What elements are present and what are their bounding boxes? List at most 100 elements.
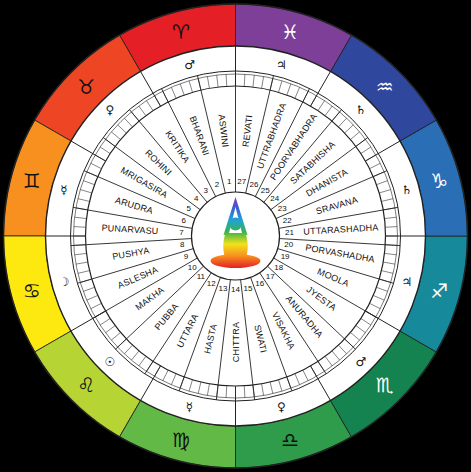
nakshatra-name: UTTARASHADHA <box>303 223 379 236</box>
degree-tick <box>370 303 381 308</box>
degree-tick <box>311 366 317 376</box>
degree-tick <box>287 84 291 95</box>
nakshatra-name: DHANISTA <box>305 167 350 198</box>
zodiac-glyph: ♎ <box>281 430 299 450</box>
nakshatra-number: 9 <box>184 253 188 261</box>
degree-tick <box>124 345 132 354</box>
outer-rim <box>4 4 468 468</box>
sign-boundary <box>311 366 331 401</box>
nakshatra-number: 14 <box>231 286 240 294</box>
planet-glyph: ☉ <box>105 356 116 368</box>
planet-glyph: ♃ <box>276 59 287 71</box>
degree-tick <box>217 75 218 87</box>
nakshatra-name: VISAKHA <box>270 311 296 351</box>
nakshatra-name: ARUDRA <box>114 196 154 216</box>
nakshatra-name: MOOLA <box>316 267 350 289</box>
degree-tick <box>244 74 246 86</box>
degree-tick <box>295 374 300 385</box>
degree-tick <box>270 382 273 394</box>
degree-tick <box>207 76 209 88</box>
nakshatra-name: PUSHYA <box>112 247 151 262</box>
nakshatra-spoke <box>145 273 211 374</box>
degree-tick <box>345 125 354 133</box>
degree-tick <box>361 147 371 154</box>
nakshatra-spoke <box>279 239 400 246</box>
degree-tick <box>338 345 346 354</box>
degree-tick <box>87 295 98 300</box>
degree-tick <box>279 81 282 92</box>
degree-tick <box>383 262 395 264</box>
degree-tick <box>332 351 340 360</box>
degree-tick <box>379 190 390 193</box>
nakshatra-number: 6 <box>182 217 186 225</box>
nakshatra-name: PUBBA <box>154 302 181 332</box>
degree-tick <box>78 271 90 274</box>
nakshatra-number: 1 <box>227 178 231 186</box>
nakshatra-name: ROHINI <box>143 149 173 178</box>
planet-glyph: ♄ <box>356 104 367 116</box>
nakshatra-number: 20 <box>284 241 293 249</box>
figure-head <box>229 218 242 231</box>
degree-tick <box>155 366 161 376</box>
nakshatra-name: SWATI <box>252 324 267 354</box>
degree-tick <box>376 181 387 185</box>
nakshatra-number: 15 <box>243 285 252 293</box>
nakshatra-spoke <box>241 280 255 400</box>
degree-ring-outer <box>71 71 401 401</box>
nakshatra-number: 24 <box>270 195 279 203</box>
degree-tick <box>139 106 146 116</box>
sign-boundary <box>386 236 426 237</box>
degree-tick <box>350 132 359 140</box>
degree-tick <box>226 386 228 398</box>
nakshatra-number: 2 <box>215 181 219 189</box>
nakshatra-number: 12 <box>207 280 216 288</box>
zodiac-glyph: ♉ <box>77 77 95 97</box>
zodiac-glyph: ♈ <box>172 22 190 42</box>
nakshatra-number: 22 <box>283 217 292 225</box>
degree-tick <box>78 199 90 202</box>
degree-tick <box>373 295 384 300</box>
degree-tick <box>356 326 366 333</box>
degree-tick <box>180 84 184 95</box>
degree-tick <box>146 101 153 111</box>
degree-tick <box>106 326 116 333</box>
nakshatra-name: MAKHA <box>135 286 167 313</box>
sign-boundary <box>141 71 161 106</box>
degree-tick <box>83 181 94 185</box>
centre-disc <box>192 192 280 280</box>
degree-tick <box>75 253 87 254</box>
degree-tick <box>75 217 87 218</box>
nakshatra-spoke <box>71 239 192 246</box>
degree-tick <box>76 262 88 264</box>
zodiac-glyph: ♑ <box>430 171 448 191</box>
planet-glyph: ♂ <box>356 356 367 368</box>
planet-glyph: ♀ <box>106 104 115 116</box>
nakshatra-spoke <box>115 266 203 349</box>
sign-boundary <box>46 236 86 237</box>
degree-tick <box>111 332 120 340</box>
nakshatra-spoke <box>235 71 236 192</box>
degree-tick <box>365 155 375 161</box>
nakshatra-number: 7 <box>179 229 183 237</box>
degree-tick <box>118 125 127 133</box>
zodiac-glyph: ♍ <box>172 430 190 450</box>
figure-torso <box>223 233 248 256</box>
sign-boundary <box>141 366 161 401</box>
nakshatra-name: UTTARA <box>176 312 200 349</box>
sign-boundary <box>235 386 236 426</box>
nakshatra-name: KRITIKA <box>163 130 191 165</box>
planet-glyph: ☿ <box>60 184 67 196</box>
nakshatra-name: ASWINI <box>217 114 230 148</box>
degree-tick <box>95 155 105 161</box>
degree-tick <box>131 351 139 360</box>
degree-tick <box>226 74 228 86</box>
degree-tick <box>384 217 396 218</box>
nakshatra-spoke <box>216 280 230 400</box>
degree-tick <box>80 190 91 193</box>
nakshatra-name: JYESTA <box>304 285 337 313</box>
degree-tick <box>198 382 201 394</box>
degree-tick <box>279 380 282 391</box>
degree-tick <box>155 96 161 106</box>
